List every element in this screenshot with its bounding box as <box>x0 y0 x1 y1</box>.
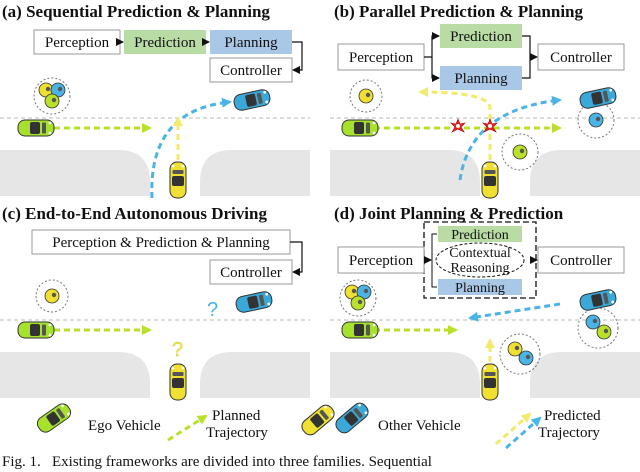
figure-caption: Fig. 1. Existing frameworks are divided … <box>2 454 432 470</box>
panel-d-pedestrian-group <box>339 279 377 317</box>
legend: Ego Vehicle Planned Trajectory Other Veh… <box>34 399 601 450</box>
panel-d-controller-label: Controller <box>550 253 612 269</box>
panel-a-prediction-label: Prediction <box>134 35 196 51</box>
panel-b-arrow-2 <box>431 57 440 82</box>
panel-b-arrow-3 <box>522 35 538 61</box>
panel-b-arrow-4 <box>522 57 531 79</box>
panel-c-other-vehicle-yellow <box>169 363 187 401</box>
panel-a-controller-label: Controller <box>220 63 282 79</box>
panel-c-combined-box <box>31 229 291 255</box>
panel-d-reasoning-ellipse <box>435 242 525 278</box>
panel-d-pedestrian-blue-group <box>577 307 619 349</box>
panel-b-ego-vehicle <box>341 119 379 137</box>
legend-predicted-trajectory-blue-icon <box>505 416 542 450</box>
panel-c-arrow <box>290 241 303 276</box>
panel-d-perception-label: Perception <box>349 253 414 269</box>
panel-d-other-vehicle-yellow <box>481 363 499 401</box>
panel-b-collision-1 <box>450 118 466 133</box>
panel-a-pedestrian-group <box>33 77 71 115</box>
panel-c-combined-label: Perception & Prediction & Planning <box>52 235 270 251</box>
panel-a-perception-box <box>33 29 121 55</box>
panel-d-predicted-trajectory-blue <box>468 302 561 322</box>
panel-a-predicted-trajectory-blue <box>150 97 232 199</box>
legend-planned-trajectory-icon <box>167 414 208 442</box>
panel-a-other-vehicle-blue <box>232 87 272 113</box>
panel-b-predicted-trajectory-yellow <box>418 87 492 160</box>
panel-a: (a) Sequential Prediction & Planning Per… <box>0 2 311 199</box>
legend-predicted-trajectory-yellow-icon <box>495 412 532 446</box>
panel-c-controller-label: Controller <box>220 265 282 281</box>
panel-a-prediction-box <box>124 30 206 54</box>
panel-a-title: (a) Sequential Prediction & Planning <box>2 2 270 21</box>
panel-c: (c) End-to-End Autonomous Driving Percep… <box>0 204 311 401</box>
panel-d-reasoning-line1: Contextual <box>449 246 511 261</box>
panel-b: (b) Parallel Prediction & Planning Perce… <box>329 2 640 199</box>
panel-a-other-vehicle-yellow <box>169 161 187 199</box>
panel-a-ego-vehicle <box>17 119 55 137</box>
panel-b-planning-label: Planning <box>454 71 508 87</box>
panel-b-perception-label: Perception <box>349 50 414 66</box>
panel-d-prediction-box <box>438 226 522 242</box>
panel-a-planning-label: Planning <box>224 35 278 51</box>
panel-c-pedestrian <box>35 279 69 313</box>
legend-predicted-line2: Trajectory <box>538 425 600 441</box>
panel-b-other-vehicle-blue <box>578 85 618 111</box>
panel-a-arrow-3 <box>292 41 303 74</box>
panel-b-arrow-1 <box>424 32 440 58</box>
panel-c-title: (c) End-to-End Autonomous Driving <box>2 204 267 223</box>
panel-b-prediction-label: Prediction <box>450 29 512 45</box>
panel-c-controller-box <box>209 259 293 285</box>
panel-d-title: (d) Joint Planning & Prediction <box>334 204 564 223</box>
panel-d-planning-label: Planning <box>455 281 505 296</box>
panel-c-unknown-blue-icon: ? <box>207 299 218 321</box>
legend-other-vehicle-yellow-icon <box>298 401 338 439</box>
panel-d-reasoning-line2: Reasoning <box>450 261 509 276</box>
panel-b-pedestrian-yellow <box>349 79 383 113</box>
legend-planned-line1: Planned <box>212 408 261 424</box>
panel-d-planning-box <box>438 279 522 295</box>
panel-d-other-vehicle-blue <box>578 287 618 313</box>
panel-d: (d) Joint Planning & Prediction Percepti… <box>329 204 640 401</box>
panel-b-prediction-box <box>440 24 522 48</box>
legend-other-label: Other Vehicle <box>378 418 461 434</box>
legend-predicted-line1: Predicted <box>544 408 601 424</box>
panel-b-controller-label: Controller <box>550 50 612 66</box>
panel-b-pedestrian-lime <box>501 133 539 171</box>
panel-b-title: (b) Parallel Prediction & Planning <box>334 2 584 21</box>
panel-c-other-vehicle-blue <box>234 289 274 315</box>
panel-c-ego-vehicle <box>17 321 55 339</box>
panel-b-planning-box <box>440 66 522 90</box>
panel-d-prediction-label: Prediction <box>451 228 509 243</box>
panel-d-perception-box <box>337 246 425 274</box>
panel-d-ego-vehicle <box>341 321 379 339</box>
panel-b-other-vehicle-yellow <box>481 161 499 199</box>
legend-ego-vehicle-icon <box>34 400 74 436</box>
panel-b-controller-box <box>537 43 625 71</box>
panel-a-planning-box <box>210 30 292 54</box>
panel-d-controller-box <box>537 246 625 274</box>
panel-d-pedestrian-yellow-group <box>499 333 541 375</box>
legend-other-vehicle-blue-icon <box>332 399 372 437</box>
panel-a-perception-label: Perception <box>45 35 110 51</box>
panel-c-unknown-yellow-icon: ? <box>172 339 183 361</box>
legend-planned-line2: Trajectory <box>206 425 268 441</box>
legend-ego-label: Ego Vehicle <box>88 418 161 434</box>
panel-d-branch <box>431 233 437 288</box>
